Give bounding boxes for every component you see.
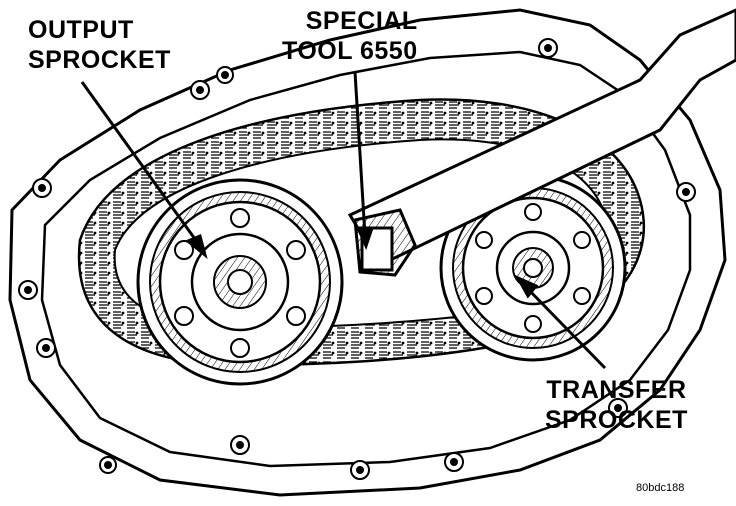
housing-bolts bbox=[18, 38, 696, 480]
transfer-sprocket-label-line2: SPROCKET bbox=[545, 406, 688, 434]
transfer-sprocket bbox=[439, 174, 627, 362]
transfer-sprocket-label: TRANSFER SPROCKET bbox=[545, 375, 688, 435]
output-sprocket-label-line1: OUTPUT bbox=[28, 16, 134, 44]
special-tool-label: SPECIAL TOOL 6550 bbox=[282, 6, 418, 66]
case-housing bbox=[8, 8, 727, 497]
special-tool-6550 bbox=[347, 8, 736, 277]
special-tool-arrow bbox=[353, 71, 367, 237]
special-tool-label-line2: TOOL 6550 bbox=[282, 37, 418, 65]
output-sprocket-arrow bbox=[80, 81, 202, 247]
output-sprocket-label: OUTPUT SPROCKET bbox=[28, 15, 171, 75]
figure-code: 80bdc188 bbox=[636, 482, 685, 494]
callout-arrows bbox=[80, 71, 607, 370]
output-sprocket bbox=[136, 178, 344, 386]
transfer-sprocket-label-line1: TRANSFER bbox=[546, 376, 687, 404]
transfer-sprocket-arrow bbox=[523, 284, 607, 370]
output-sprocket-label-line2: SPROCKET bbox=[28, 46, 171, 74]
special-tool-label-line1: SPECIAL bbox=[305, 7, 418, 35]
